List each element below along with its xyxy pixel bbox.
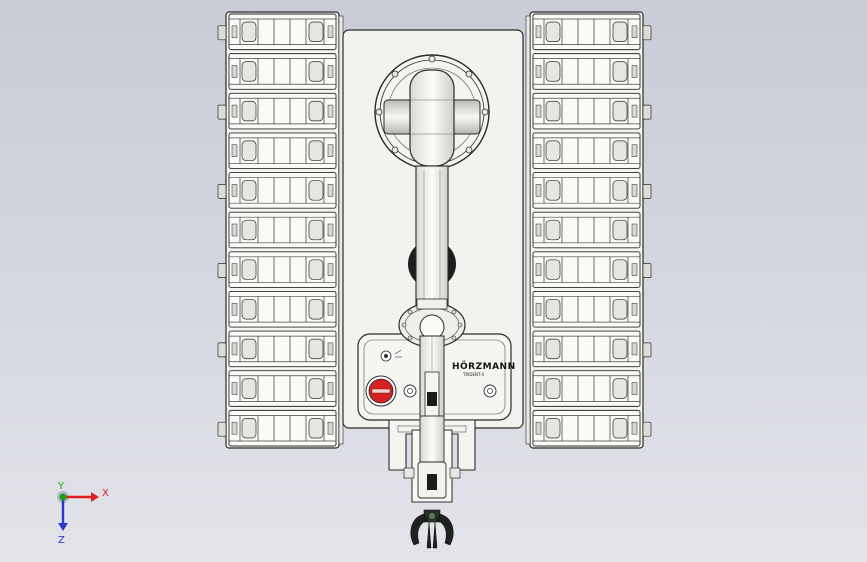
track-segment [228,92,337,130]
brand-sub-label: TRIDENT-4 [462,372,485,377]
track-segment [532,13,641,51]
track-segment [532,409,641,447]
y-axis-label: Y [57,481,65,492]
axis-triad: X Y Z [57,481,109,546]
track-segment [228,211,337,249]
track-segment [228,13,337,51]
track-segment [532,211,641,249]
elbow-flange [398,298,466,348]
track-segment [228,251,337,288]
z-axis-label: Z [58,535,65,546]
shoulder-turret [374,54,490,170]
track-segment [228,409,337,447]
track-segment [532,53,641,90]
track-segment [532,172,641,209]
left-track [217,11,344,449]
track-segment [228,53,337,90]
indicator-light-right [483,384,497,398]
track-segment [532,370,641,407]
y-axis-dot [59,493,67,501]
track-segment [532,132,641,169]
upper-arm [408,165,456,307]
track-segment [228,291,337,328]
track-segment [228,132,337,169]
x-axis-label: X [102,488,109,499]
right-track [525,11,652,449]
track-segment [228,370,337,407]
track-segment [228,172,337,209]
track-segment [532,291,641,328]
track-segment [532,251,641,288]
brand-label: HÖRZMANN [452,361,516,372]
estop-button[interactable] [365,375,397,407]
track-segment [532,330,641,368]
track-segment [228,330,337,368]
track-segment [532,92,641,130]
power-switch[interactable] [380,349,402,362]
wrist-bracket [388,415,476,503]
forearm [419,335,445,423]
gripper [410,509,454,549]
indicator-light-left [403,384,417,398]
